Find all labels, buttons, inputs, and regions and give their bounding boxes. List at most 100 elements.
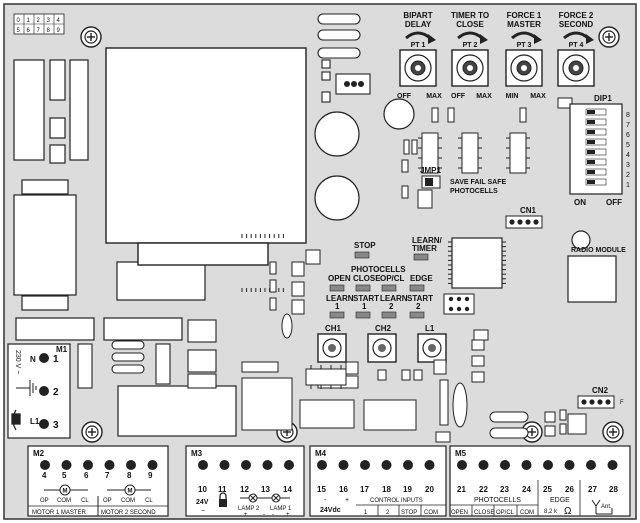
terminal-block-m4: M4 15 16 17 18 19 20 - + 24Vdc CONTROL I… xyxy=(309,445,447,517)
grid-digit: 0 xyxy=(17,18,21,24)
button-ch1[interactable]: CH1 xyxy=(317,324,347,363)
button-ch2[interactable]: CH2 xyxy=(367,324,397,363)
dip-switch-knob[interactable] xyxy=(587,140,595,144)
dip-switch-knob[interactable] xyxy=(587,170,595,174)
terminal-screw[interactable] xyxy=(360,460,370,470)
dip-switch-knob[interactable] xyxy=(587,150,595,154)
capacitor xyxy=(314,111,360,157)
dip-switch-slot[interactable] xyxy=(585,108,607,116)
m4-24vdc-label: 24Vdc xyxy=(320,507,341,514)
dip-switch-knob[interactable] xyxy=(587,110,595,114)
terminal-sub-label: CL xyxy=(145,498,153,504)
terminal-screw[interactable] xyxy=(564,460,575,470)
polarity-label: - xyxy=(272,512,274,518)
dip-number: 4 xyxy=(626,152,630,159)
trimmer-id: PT 1 xyxy=(411,42,426,49)
m3-title: M3 xyxy=(191,449,203,458)
terminal-screw[interactable] xyxy=(126,460,136,470)
led-label: LEARN xyxy=(380,294,408,303)
terminal-screw[interactable] xyxy=(39,419,49,429)
terminal-screw[interactable] xyxy=(198,460,208,470)
cn1-connector[interactable]: CN1 xyxy=(505,206,543,229)
dip-switch-slot[interactable] xyxy=(585,168,607,176)
led-label: 2 xyxy=(416,302,421,311)
terminal-number: 6 xyxy=(84,471,89,480)
terminal-number: 2 xyxy=(53,387,59,398)
cn2-label: CN2 xyxy=(592,386,609,395)
m1-l1-label: L1 xyxy=(30,417,40,426)
terminal-block-m2: M2 4 5 6 7 8 9 M M OP COM CL OP COM CL M… xyxy=(27,445,169,517)
dip-number: 8 xyxy=(626,112,630,119)
dip-switch-knob[interactable] xyxy=(587,130,595,134)
terminal-sub-label: OPEN xyxy=(451,510,468,516)
dip-switch-slot[interactable] xyxy=(585,158,607,166)
trimmer-id: PT 4 xyxy=(569,42,584,49)
dip-switch-knob[interactable] xyxy=(587,180,595,184)
terminal-screw[interactable] xyxy=(478,460,489,470)
ic-chip xyxy=(305,364,347,390)
button-label: CH1 xyxy=(325,324,342,333)
trimmer-pt3[interactable]: FORCE 1 MASTER PT 3 MIN MAX xyxy=(505,11,547,100)
antenna-label: Ant. xyxy=(601,504,612,510)
ohm-symbol: Ω xyxy=(564,506,572,517)
terminal-screw[interactable] xyxy=(39,353,49,363)
terminal-screw[interactable] xyxy=(338,460,349,470)
terminal-number: 15 xyxy=(317,485,326,494)
terminal-screw[interactable] xyxy=(61,460,72,470)
terminal-screw[interactable] xyxy=(403,460,413,470)
terminal-screw[interactable] xyxy=(104,460,115,470)
terminal-number: 17 xyxy=(360,485,369,494)
terminal-screw[interactable] xyxy=(521,460,532,470)
radio-module-slot[interactable]: RADIO MODULE xyxy=(567,247,626,303)
dip-switch-knob[interactable] xyxy=(587,160,595,164)
dip-switch-dip1[interactable]: DIP1 ON OFF xyxy=(569,94,623,207)
photocells-label: PHOTOCELLS xyxy=(474,497,521,504)
terminal-screw[interactable] xyxy=(500,460,510,470)
trimmer-pt4[interactable]: FORCE 2 SECOND PT 4 xyxy=(557,11,595,87)
cn2-connector[interactable]: CN2 F xyxy=(577,386,624,409)
terminal-screw[interactable] xyxy=(83,460,93,470)
motor-symbol: M xyxy=(128,489,133,495)
terminal-sub-label: STOP xyxy=(401,510,417,516)
dip-switch-slot[interactable] xyxy=(585,118,607,126)
terminal-screw[interactable] xyxy=(586,460,596,470)
terminal-screw[interactable] xyxy=(543,460,553,470)
button-l1[interactable]: L1 xyxy=(417,324,447,363)
m2-footer-motor2: MOTOR 2 SECOND xyxy=(101,510,156,516)
jmp1-jumper[interactable]: JMP1 SAVE FAIL SAFE PHOTOCELLS xyxy=(420,166,506,195)
trimmer-pt1[interactable]: BIPART DELAY PT 1 OFF MAX xyxy=(397,11,442,100)
terminal-screw[interactable] xyxy=(219,460,230,470)
dip-switch-slot[interactable] xyxy=(585,178,607,186)
dip-switch-slot[interactable] xyxy=(585,128,607,136)
terminal-block-m5: M5 21 22 23 24 25 26 27 28 PHOTOCELLS OP… xyxy=(449,445,631,517)
trimmer-pt2[interactable]: TIMER TO CLOSE PT 2 OFF MAX xyxy=(451,11,492,100)
terminal-screw[interactable] xyxy=(39,386,49,396)
capacitor xyxy=(571,230,591,250)
trimmer-title-line2: SECOND xyxy=(559,20,593,29)
terminal-screw[interactable] xyxy=(40,460,50,470)
grid-digit: 2 xyxy=(37,18,41,24)
terminal-screw[interactable] xyxy=(147,460,158,470)
trimmer-min-label: OFF xyxy=(451,93,466,100)
pin-header xyxy=(443,293,475,315)
terminal-screw[interactable] xyxy=(262,460,273,470)
terminal-screw[interactable] xyxy=(457,460,467,470)
terminal-screw[interactable] xyxy=(607,460,618,470)
terminal-screw[interactable] xyxy=(381,460,392,470)
dip-switch-knob[interactable] xyxy=(587,120,595,124)
lock-icon xyxy=(219,492,227,507)
polarity-label: - xyxy=(263,512,265,518)
terminal-number: 3 xyxy=(53,420,59,431)
terminal-screw[interactable] xyxy=(284,460,294,470)
dip-switch-slot[interactable] xyxy=(585,138,607,146)
button-label: CH2 xyxy=(375,324,392,333)
terminal-screw[interactable] xyxy=(241,460,251,470)
terminal-sub-label: OP xyxy=(103,498,112,504)
terminal-screw[interactable] xyxy=(317,460,327,470)
led-label: 1 xyxy=(362,302,367,311)
terminal-screw[interactable] xyxy=(424,460,435,470)
dip-numbers: 8 7 6 5 4 3 2 1 xyxy=(626,112,630,189)
edge-label: EDGE xyxy=(550,497,570,504)
terminal-number: 25 xyxy=(543,485,552,494)
dip-switch-slot[interactable] xyxy=(585,148,607,156)
